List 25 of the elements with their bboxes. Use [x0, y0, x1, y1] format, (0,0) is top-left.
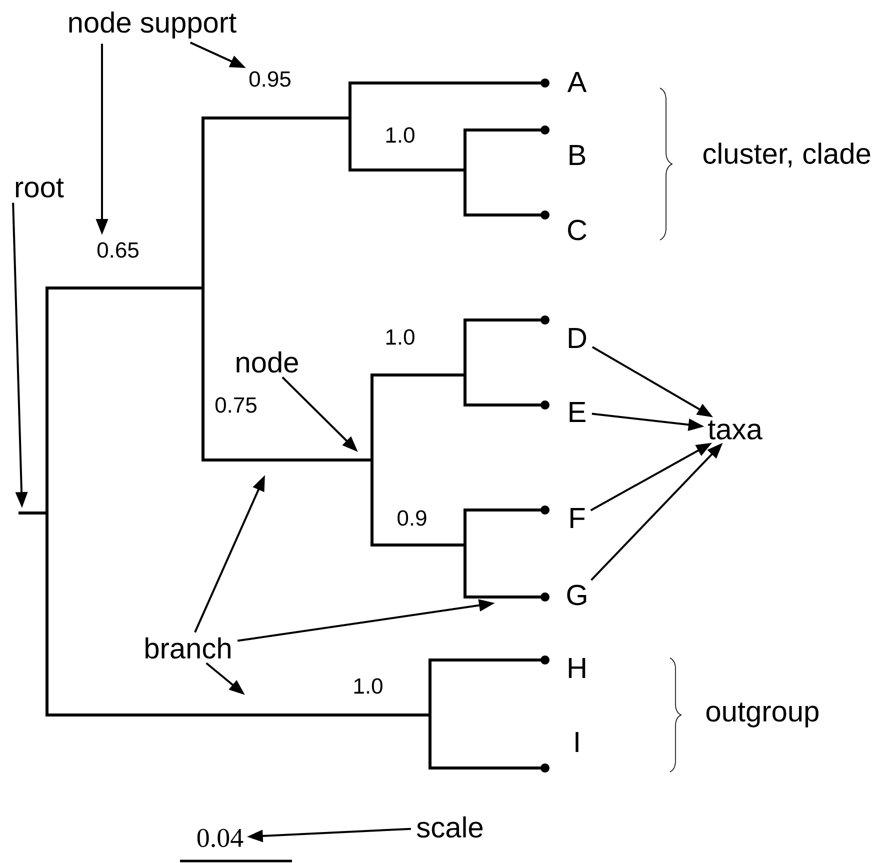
text-label: node — [236, 351, 298, 373]
number-label: 1.0 — [386, 127, 414, 143]
text-label: B — [570, 145, 586, 165]
text-label: C — [568, 220, 586, 240]
text-label: G — [567, 584, 586, 606]
text-label: cluster, clade — [703, 142, 870, 168]
text-label: D — [568, 328, 586, 348]
text-label: E — [570, 402, 586, 422]
text-label: taxa — [708, 420, 762, 440]
text-label: root — [16, 178, 64, 198]
number-label: 0.75 — [215, 397, 256, 413]
number-label: 0.65 — [97, 242, 138, 258]
number-label: 0.04 — [197, 828, 244, 848]
text-label: F — [570, 508, 585, 528]
text-label: node support — [69, 11, 236, 39]
number-label: 0.9 — [398, 510, 426, 526]
text-label: branch — [146, 637, 230, 659]
text-label: I — [576, 732, 578, 752]
text-label: H — [568, 658, 586, 678]
text-label: A — [567, 72, 587, 92]
text-label: scale — [416, 816, 483, 838]
text-label: outgroup — [706, 702, 818, 728]
number-label: 1.0 — [354, 678, 382, 694]
number-label: 1.0 — [386, 329, 414, 345]
number-label: 0.95 — [249, 71, 290, 87]
